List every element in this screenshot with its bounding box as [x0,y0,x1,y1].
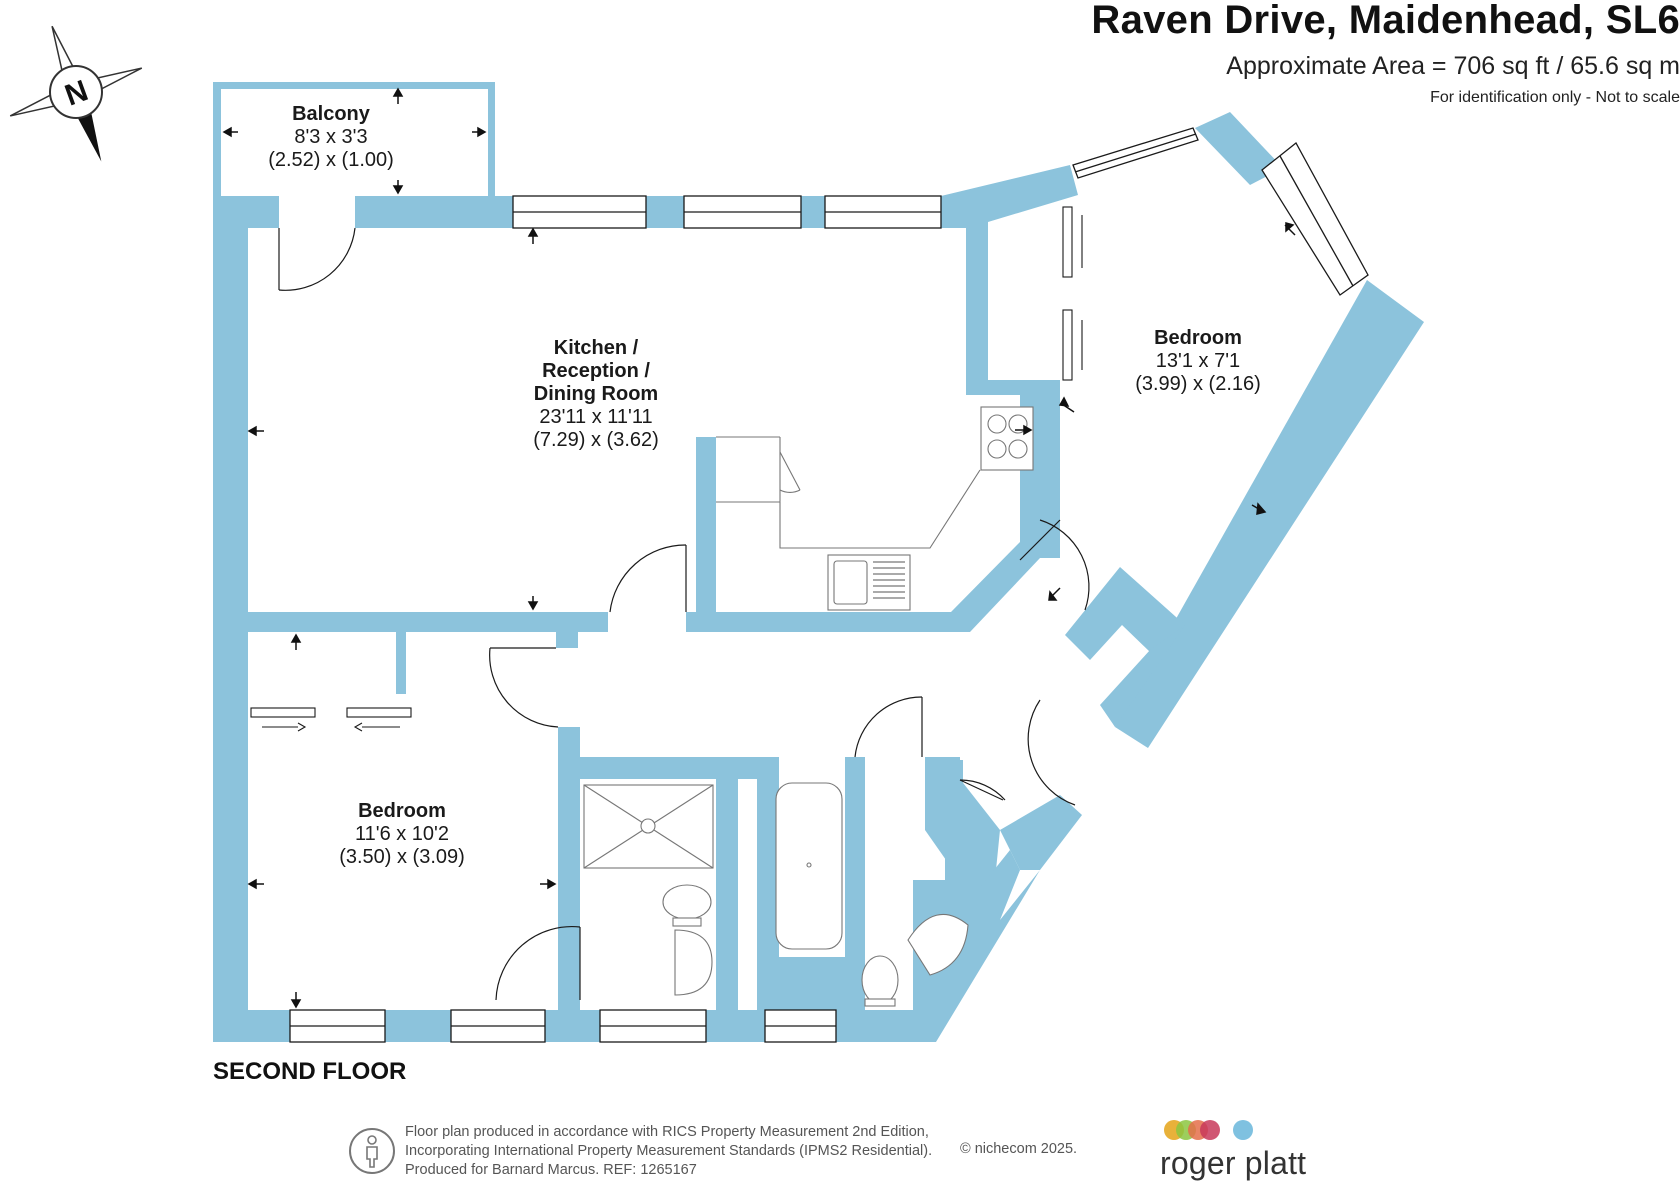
wardrobe-doors [250,206,1083,732]
footer-line-1: Floor plan produced in accordance with R… [405,1124,929,1140]
copyright-text: © nichecom 2025. [960,1141,1078,1157]
room-label-bedroom-2: Bedroom 11'6 x 10'2 (3.50) x (3.09) [339,800,465,869]
room-dim-metric: (3.50) x (3.09) [339,846,465,868]
roger-platt-logo: roger platt [1160,1112,1320,1184]
property-title: Raven Drive, Maidenhead, SL6 [1091,0,1680,42]
footer-line-2: Incorporating International Property Mea… [405,1143,933,1159]
person-icon [349,1128,395,1174]
room-name: Bedroom [1154,327,1242,349]
room-dim-metric: (2.52) x (1.00) [268,149,394,171]
room-dim-imperial: 23'11 x 11'11 [539,406,653,428]
area-text: Approximate Area = 706 sq ft / 65.6 sq m [1226,52,1680,80]
room-name: Balcony [292,103,370,125]
room-dim-imperial: 13'1 x 7'1 [1155,350,1241,372]
room-dim-imperial: 8'3 x 3'3 [294,126,368,148]
room-label-balcony: Balcony 8'3 x 3'3 (2.52) x (1.00) [268,103,394,172]
room-name-line3: Dining Room [533,383,659,405]
kitchen-fixtures [716,406,1034,611]
footer-text: Floor plan produced in accordance with R… [405,1123,932,1180]
footer-line-3: Produced for Barnard Marcus. REF: 126516… [405,1162,697,1178]
disclaimer-text: For identification only - Not to scale [1430,89,1680,106]
room-dim-imperial: 11'6 x 10'2 [354,823,450,845]
room-name: Bedroom [358,800,446,822]
logo-dots [1164,1120,1253,1140]
walls [213,82,1424,1042]
room-label-bedroom-1: Bedroom 13'1 x 7'1 (3.99) x (2.16) [1135,327,1261,396]
header: Raven Drive, Maidenhead, SL6 Approximate… [720,0,1680,110]
room-label-kitchen: Kitchen / Reception / Dining Room 23'11 … [533,337,659,452]
logo-text: roger platt [1160,1145,1307,1181]
room-dim-metric: (3.99) x (2.16) [1135,373,1261,395]
floor-label: SECOND FLOOR [213,1058,407,1085]
compass-icon: N [9,25,143,162]
room-name: Kitchen / [553,337,639,359]
doors [278,227,1090,1001]
room-dim-metric: (7.29) x (3.62) [533,429,659,451]
dimension-arrows [222,87,1296,1009]
bathroom-fixtures [583,782,969,1007]
windows [289,127,1369,1043]
room-name-line2: Reception / [542,360,650,382]
